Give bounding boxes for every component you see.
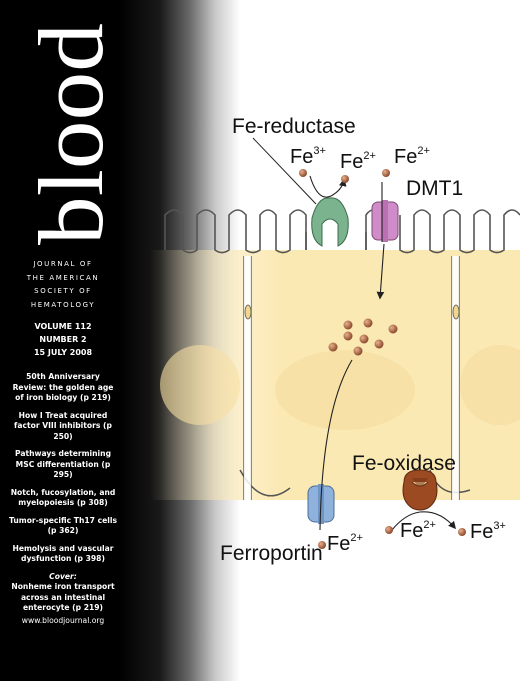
fe-symbol: Fe (394, 146, 418, 168)
toc-entry[interactable]: Hemolysis and vascular dysfunction (p 39… (12, 543, 114, 564)
iron-particle (374, 339, 384, 349)
toc-entry[interactable]: 50th Anniversary Review: the golden age … (12, 372, 114, 402)
iron-particle (388, 324, 398, 334)
fe-symbol: Fe (400, 520, 424, 542)
fe-reductase-protein (311, 197, 349, 247)
cover-caption: Cover: Nonheme iron transport across an … (8, 572, 118, 614)
iron-particle (385, 526, 393, 534)
iron-particle (318, 541, 326, 549)
iron-particle (299, 169, 307, 177)
iron-particle (382, 169, 390, 177)
journal-name-line: HEMATOLOGY (30, 300, 96, 309)
masthead-title: blood (30, 23, 110, 245)
table-of-contents: 50th Anniversary Review: the golden age … (8, 372, 118, 626)
iron-particles (299, 169, 466, 549)
nucleus (160, 345, 240, 425)
toc-entry[interactable]: Pathways determining MSC differentiation… (14, 449, 112, 479)
fe-oxidase-label: Fe-oxidase (352, 452, 456, 475)
ion-charge: 2+ (423, 519, 436, 531)
dmt1-protein (371, 200, 399, 242)
issue-date: 15 JULY 2008 (33, 348, 93, 357)
fe3-lumen-label: Fe3+ (290, 146, 326, 169)
cover-caption-heading: Cover: (49, 571, 77, 581)
iron-particle (341, 175, 349, 183)
ion-charge: 2+ (363, 150, 376, 162)
iron-particle (458, 528, 466, 536)
website-link[interactable]: www.bloodjournal.org (21, 615, 105, 625)
journal-name-line: JOURNAL OF (33, 260, 93, 268)
issue-info: VOLUME 112 NUMBER 2 15 JULY 2008 (8, 320, 118, 359)
fe-reductase-label: Fe-reductase (232, 115, 356, 138)
nucleus (275, 350, 415, 430)
journal-name: JOURNAL OF THE AMERICAN SOCIETY OF HEMAT… (8, 258, 118, 312)
fe3-oxidized-label: Fe3+ (470, 521, 506, 544)
iron-particle (328, 342, 338, 352)
issue-volume: VOLUME 112 (34, 322, 92, 331)
cover-caption-text: Nonheme iron transport across an intesti… (11, 582, 115, 612)
fe2-oxidase-label: Fe2+ (400, 520, 436, 543)
ion-charge: 3+ (313, 145, 326, 157)
iron-particle (343, 331, 353, 341)
journal-name-line: SOCIETY OF (34, 287, 92, 295)
fe-symbol: Fe (327, 533, 351, 555)
fe2-ferroportin-label: Fe2+ (327, 533, 363, 556)
toc-entry[interactable]: Notch, fucosylation, and myelopoiesis (p… (10, 487, 116, 508)
ion-charge: 2+ (417, 145, 430, 157)
fe2-reduced-label: Fe2+ (340, 151, 376, 174)
fe-symbol: Fe (340, 151, 364, 173)
ion-charge: 2+ (350, 532, 363, 544)
journal-name-line: THE AMERICAN (26, 273, 100, 282)
journal-masthead: blood (30, 23, 110, 245)
nucleus (460, 345, 520, 425)
toc-entry[interactable]: Tumor-specific Th17 cells (p 362) (9, 515, 117, 536)
iron-particle (343, 320, 353, 330)
fe2-dmt1-label: Fe2+ (394, 146, 430, 169)
toc-entry[interactable]: How I Treat acquired factor VIII inhibit… (14, 410, 112, 441)
ferroportin-label: Ferroportin (220, 542, 323, 565)
ion-charge: 3+ (493, 520, 506, 532)
fe-oxidase-protein (402, 469, 438, 511)
iron-particle (353, 346, 363, 356)
issue-number: NUMBER 2 (39, 335, 87, 344)
fe-symbol: Fe (290, 146, 314, 168)
iron-particle (363, 318, 373, 328)
fe-symbol: Fe (470, 521, 494, 543)
iron-particle (359, 334, 369, 344)
dmt1-label: DMT1 (406, 177, 464, 200)
